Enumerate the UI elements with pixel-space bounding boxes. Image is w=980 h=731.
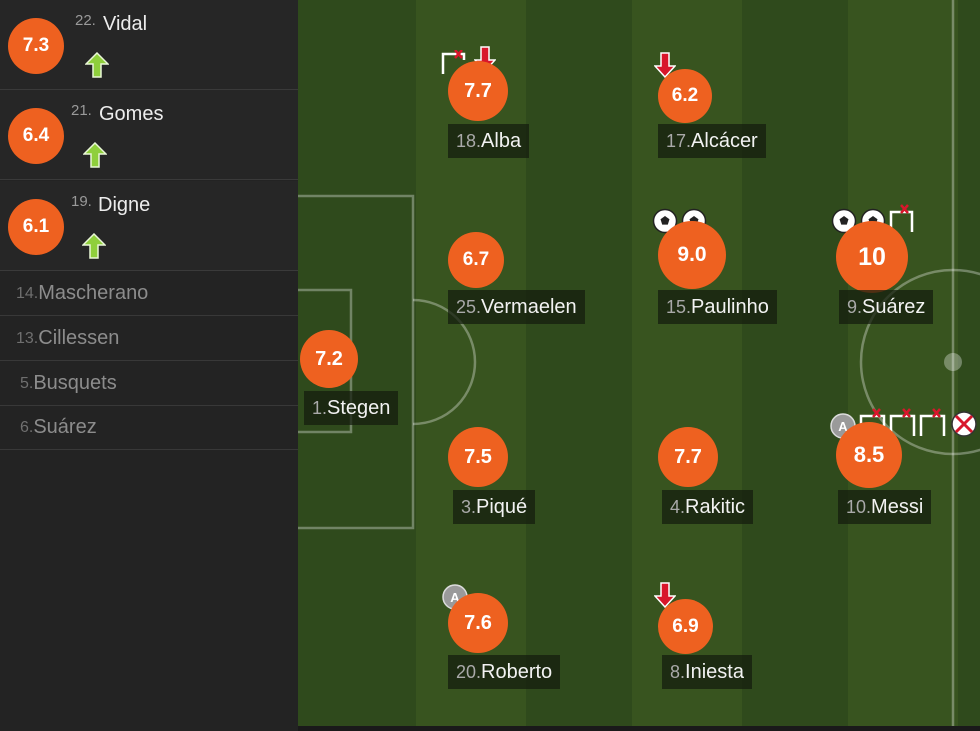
player-label: 15. Paulinho	[658, 290, 777, 324]
penalty-arc	[412, 298, 477, 426]
player-name[interactable]: Paulinho	[691, 295, 769, 318]
player-name[interactable]: Piqué	[476, 495, 528, 518]
bench-row[interactable]: 5. Busquets	[0, 362, 298, 406]
player-label: 17. Alcácer	[658, 124, 766, 158]
bench-row[interactable]: 13. Cillessen	[0, 317, 298, 361]
rating-badge: 10	[836, 221, 908, 293]
assist-boot-icon	[441, 50, 466, 74]
substitute-row[interactable]: 6.1 19. Digne	[0, 181, 298, 271]
player-name[interactable]: Cillessen	[38, 327, 120, 349]
rating-badge: 6.1	[8, 199, 64, 255]
player-label: 18. Alba	[448, 124, 530, 158]
player-name[interactable]: Mascherano	[38, 282, 149, 304]
player-name[interactable]: Suárez	[862, 295, 926, 318]
rating-badge: 6.2	[658, 69, 712, 123]
player-name[interactable]: Alcácer	[691, 129, 758, 152]
rating-badge: 7.2	[300, 330, 358, 388]
player-number: 3.	[461, 496, 477, 517]
player-number: 21.	[71, 102, 92, 119]
centre-spot	[944, 353, 962, 371]
player-number: 10.	[846, 496, 872, 517]
player-number: 20.	[456, 661, 482, 682]
pitch-stripe	[848, 0, 958, 726]
player-name[interactable]: Vermaelen	[481, 295, 577, 318]
player-name[interactable]: Iniesta	[685, 660, 744, 683]
player-name[interactable]: Busquets	[33, 372, 117, 394]
player-name[interactable]: Rakitic	[685, 495, 746, 518]
rating-badge: 7.5	[448, 427, 508, 487]
rating-badge: 7.7	[448, 61, 508, 121]
centre-circle	[859, 268, 980, 456]
player-name[interactable]: Roberto	[481, 660, 553, 683]
player-label: 9. Suárez	[839, 290, 934, 324]
player-number: 18.	[456, 130, 482, 151]
player-number: 17.	[666, 130, 692, 151]
key-pass-boot-icon	[889, 408, 916, 436]
assist-letter: A	[450, 590, 460, 605]
sub-out-arrow-icon	[654, 582, 676, 608]
bench-row[interactable]: 14. Mascherano	[0, 272, 298, 316]
bench-row[interactable]: 6. Suárez	[0, 406, 298, 450]
sub-in-arrow-icon	[82, 233, 106, 259]
player-number: 19.	[71, 193, 92, 210]
rating-badge: 7.6	[448, 593, 508, 653]
rating-badge: 7.7	[658, 427, 718, 487]
player-name[interactable]: Messi	[871, 495, 924, 518]
player-number: 8.	[670, 661, 686, 682]
player-number: 5.	[20, 374, 34, 392]
pitch-bottom-edge	[298, 726, 980, 731]
substitute-row[interactable]: 6.4 21. Gomes	[0, 90, 298, 180]
key-pass-boot-icon	[889, 204, 914, 232]
player-number: 4.	[670, 496, 686, 517]
player-label: 25. Vermaelen	[448, 290, 585, 324]
sub-in-arrow-icon	[85, 52, 109, 78]
rating-badge: 6.4	[8, 108, 64, 164]
rating-badge: 8.5	[836, 422, 902, 488]
player-name[interactable]: Alba	[481, 129, 522, 152]
player-number: 9.	[847, 296, 863, 317]
pitch: 7.2 1. Stegen 7.7 18. Alba 6.7 25. Verma…	[298, 0, 980, 726]
pitch-markings	[298, 0, 980, 726]
player-name[interactable]: Suárez	[33, 416, 97, 438]
rating-badge: 6.7	[448, 232, 504, 288]
player-name[interactable]: Digne	[98, 194, 151, 216]
player-number: 25.	[456, 296, 482, 317]
sub-out-arrow-icon	[654, 52, 676, 78]
substitute-row[interactable]: 7.3 22. Vidal	[0, 0, 298, 90]
player-number: 13.	[16, 329, 39, 347]
player-number: 6.	[20, 418, 34, 436]
rating-badge: 7.3	[8, 18, 64, 74]
player-label: 3. Piqué	[453, 490, 536, 524]
player-label: 8. Iniesta	[662, 655, 752, 689]
penalty-box	[298, 194, 415, 530]
player-number: 22.	[75, 12, 96, 29]
player-label: 4. Rakitic	[662, 490, 754, 524]
player-label: 10. Messi	[838, 490, 932, 524]
player-name[interactable]: Gomes	[99, 103, 164, 125]
player-name[interactable]: Vidal	[103, 13, 148, 35]
player-label: 1. Stegen	[304, 391, 399, 425]
missed-chance-icon	[951, 411, 977, 437]
assist-letter: A	[838, 419, 848, 434]
player-label: 20. Roberto	[448, 655, 561, 689]
rating-badge: 6.9	[658, 599, 713, 654]
rating-badge: 9.0	[658, 221, 726, 289]
player-number: 14.	[16, 284, 39, 302]
key-pass-boot-icon	[919, 408, 946, 436]
player-name[interactable]: Stegen	[327, 396, 391, 419]
player-number: 15.	[666, 296, 692, 317]
substitutes-panel: 7.3 22. Vidal 6.4 21. Gomes 6.1 19. Dign…	[0, 0, 298, 731]
player-number: 1.	[312, 397, 328, 418]
sub-in-arrow-icon	[83, 142, 107, 168]
